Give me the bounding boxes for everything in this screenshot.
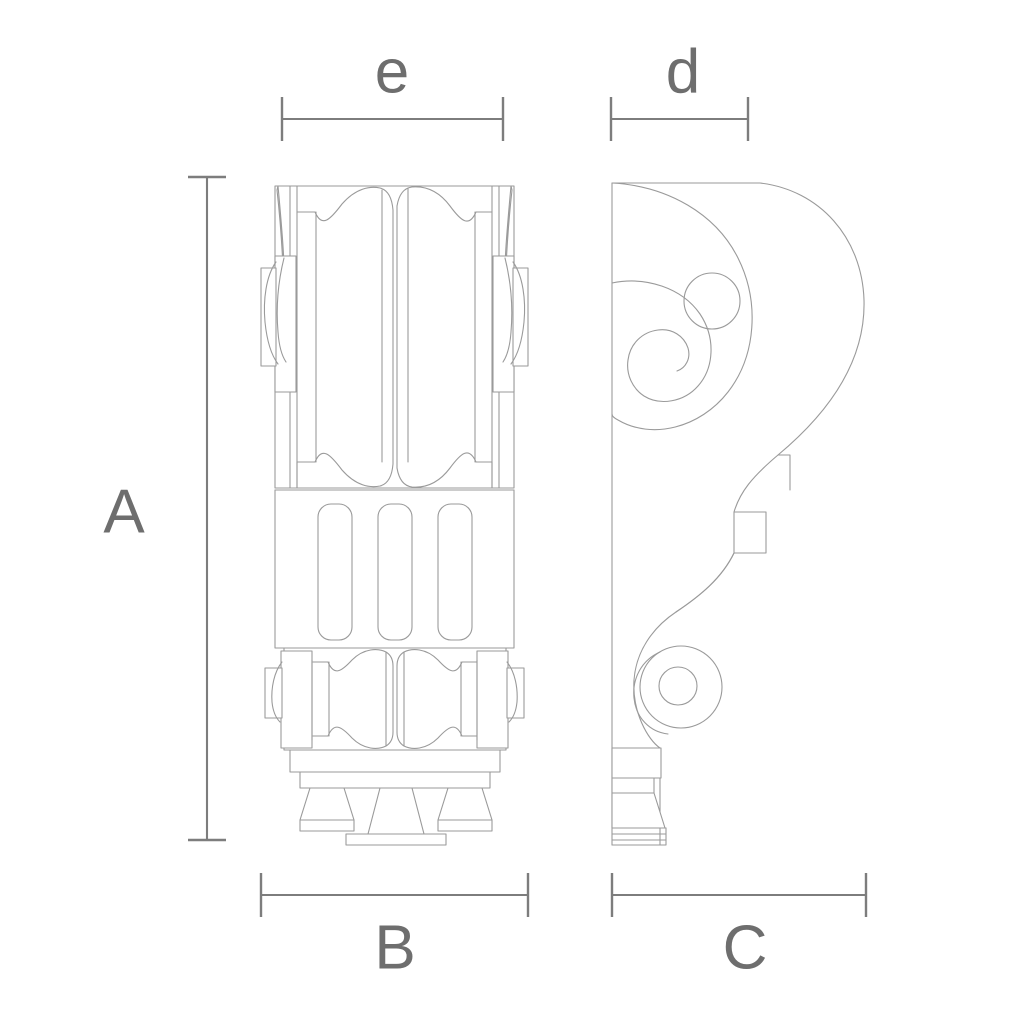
upper-right-volute-block bbox=[492, 255, 529, 393]
tooth-right bbox=[437, 787, 493, 821]
lower-left-block-body bbox=[280, 650, 313, 749]
dimension-c-label: C bbox=[723, 913, 768, 982]
side-lower-step-detail bbox=[676, 553, 734, 612]
lower-left-volute-block bbox=[264, 650, 313, 749]
upper-right-block-inner-curve bbox=[503, 258, 512, 362]
side-right-notch bbox=[778, 455, 790, 490]
dimension-e-label: e bbox=[375, 37, 409, 106]
lower-band-top-scallop bbox=[313, 650, 477, 671]
flute-1 bbox=[318, 504, 352, 640]
side-upper-volute bbox=[612, 183, 752, 430]
dimension-e: e bbox=[280, 37, 505, 141]
side-profile-silhouette bbox=[611, 182, 865, 846]
tooth-left-cap bbox=[299, 819, 355, 832]
lower-band-outline bbox=[283, 647, 507, 751]
side-lower-volute bbox=[634, 646, 722, 734]
front-base-plate bbox=[289, 749, 501, 789]
dimension-c: C bbox=[610, 873, 868, 982]
lower-left-block-outer bbox=[264, 667, 283, 719]
flute-3 bbox=[438, 504, 472, 640]
tooth-center-cap bbox=[345, 833, 447, 846]
base-plate-lower bbox=[299, 771, 491, 789]
dimension-b: B bbox=[259, 873, 530, 982]
upper-volute-outer-spiral bbox=[612, 183, 752, 430]
side-mid-step-detail bbox=[734, 512, 766, 553]
dimension-a-label: A bbox=[103, 477, 145, 546]
upper-right-block-outer bbox=[512, 267, 529, 367]
front-acanthus-teeth bbox=[299, 787, 493, 846]
lower-right-block-body bbox=[476, 650, 509, 749]
lower-volute-tail bbox=[634, 652, 668, 734]
dimension-d: d bbox=[609, 37, 750, 141]
upper-band-bottom-scallop bbox=[297, 453, 492, 487]
dimension-b-label: B bbox=[374, 913, 415, 982]
lower-right-block-roll-curve bbox=[507, 662, 517, 722]
upper-volute-eye bbox=[684, 273, 740, 329]
upper-band-top-scallop bbox=[297, 187, 492, 221]
dimension-d-label: d bbox=[666, 37, 700, 106]
upper-left-block-outer bbox=[260, 267, 277, 367]
front-lower-volute-band bbox=[264, 647, 525, 751]
side-view bbox=[611, 182, 865, 846]
shaft-outline bbox=[274, 489, 515, 649]
front-fluted-shaft bbox=[274, 489, 515, 649]
front-view bbox=[260, 185, 529, 846]
upper-left-block-body bbox=[274, 255, 297, 393]
lower-volute-outer-ring bbox=[640, 646, 722, 728]
upper-left-volute-block bbox=[260, 255, 297, 393]
upper-band-outline bbox=[274, 185, 515, 489]
upper-left-block-inner-curve bbox=[277, 258, 286, 362]
front-upper-volute-band bbox=[260, 185, 529, 489]
upper-right-block-body bbox=[492, 255, 515, 393]
upper-volute-mid-spiral bbox=[612, 281, 711, 401]
tooth-left bbox=[299, 787, 355, 821]
side-tapered-foot bbox=[611, 747, 666, 845]
upper-right-block-roll-curve bbox=[511, 262, 525, 364]
foot-collar bbox=[611, 777, 655, 794]
dimension-a: A bbox=[103, 175, 226, 842]
flute-2 bbox=[378, 504, 412, 640]
lower-left-block-roll-curve bbox=[272, 662, 282, 722]
foot-bottom-edge bbox=[612, 828, 666, 845]
lower-right-volute-block bbox=[476, 650, 525, 749]
lower-volute-inner-ring bbox=[659, 667, 697, 705]
foot-upper-block bbox=[611, 747, 662, 779]
upper-left-block-roll-curve bbox=[264, 262, 278, 364]
tooth-right-cap bbox=[437, 819, 493, 832]
lower-right-block-outer bbox=[506, 667, 525, 719]
base-plate-upper bbox=[289, 749, 501, 773]
lower-band-bottom-scallop bbox=[313, 727, 477, 748]
